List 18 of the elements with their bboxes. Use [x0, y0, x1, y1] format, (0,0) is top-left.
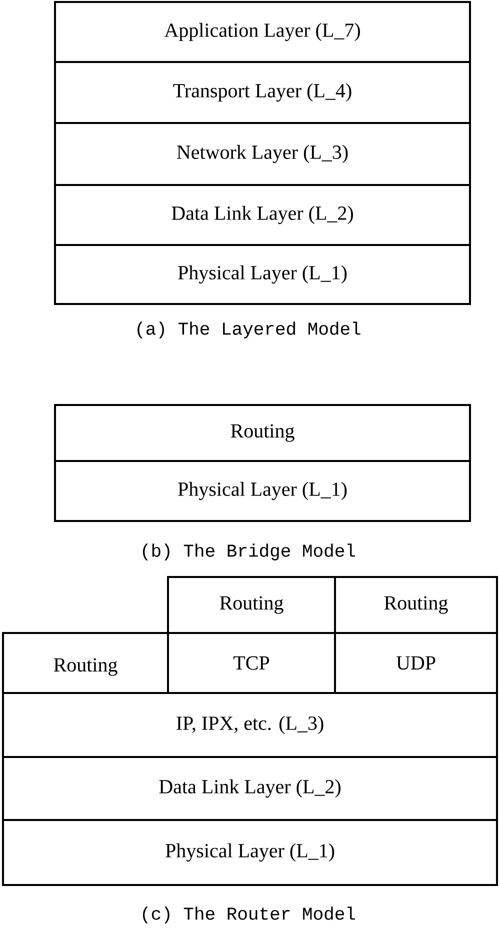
layer-box: Network Layer (L_3)	[54, 122, 471, 186]
layer-box: Routing	[54, 404, 471, 462]
layer-box: Data Link Layer (L_2)	[2, 756, 498, 821]
layer-box: UDP	[334, 632, 498, 694]
layer-box: Routing	[167, 576, 336, 634]
figure-caption: (a) The Layered Model	[138, 322, 360, 338]
layer-box: Routing	[334, 576, 498, 634]
layer-box: Application Layer (L_7)	[54, 1, 471, 63]
figure-caption: (b) The Bridge Model	[143, 544, 355, 560]
layer-box: Physical Layer (L_1)	[54, 460, 471, 522]
layer-box: Physical Layer (L_1)	[54, 244, 471, 305]
layer-box: Data Link Layer (L_2)	[54, 184, 471, 246]
layer-box: Routing	[2, 632, 169, 694]
layer-box: TCP	[167, 632, 336, 694]
layer-box: Physical Layer (L_1)	[2, 819, 498, 886]
layer-box: Transport Layer (L_4)	[54, 61, 471, 124]
figure-caption: (c) The Router Model	[143, 906, 355, 924]
layer-box: IP, IPX, etc. (L_3)	[2, 692, 498, 758]
